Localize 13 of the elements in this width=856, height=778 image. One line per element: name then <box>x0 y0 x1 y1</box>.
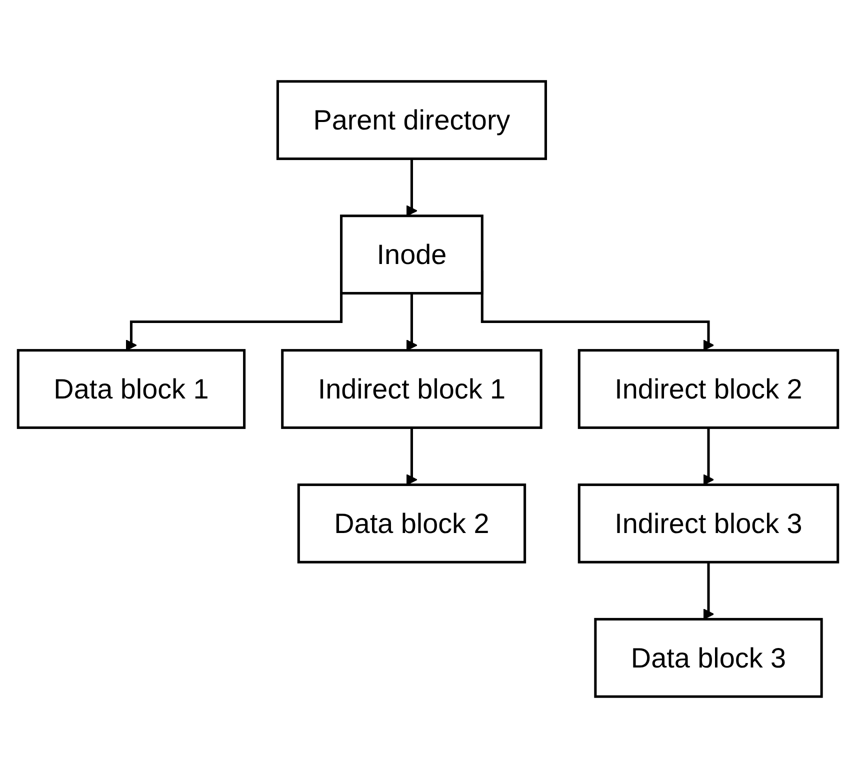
arrow <box>406 158 418 216</box>
arrow <box>406 293 418 351</box>
node-box: Indirect block 2 <box>578 349 840 429</box>
node-box: Indirect block 3 <box>578 484 840 564</box>
arrow <box>702 428 714 486</box>
arrow <box>702 562 714 620</box>
node-box: Data block 3 <box>594 618 823 698</box>
node-box: Parent directory <box>276 80 547 160</box>
node-box: Data block 2 <box>297 484 526 564</box>
node-box: Data block 1 <box>16 349 246 429</box>
arrow <box>406 428 418 486</box>
node-box: Inode <box>340 214 484 294</box>
node-box: Indirect block 1 <box>281 349 542 429</box>
